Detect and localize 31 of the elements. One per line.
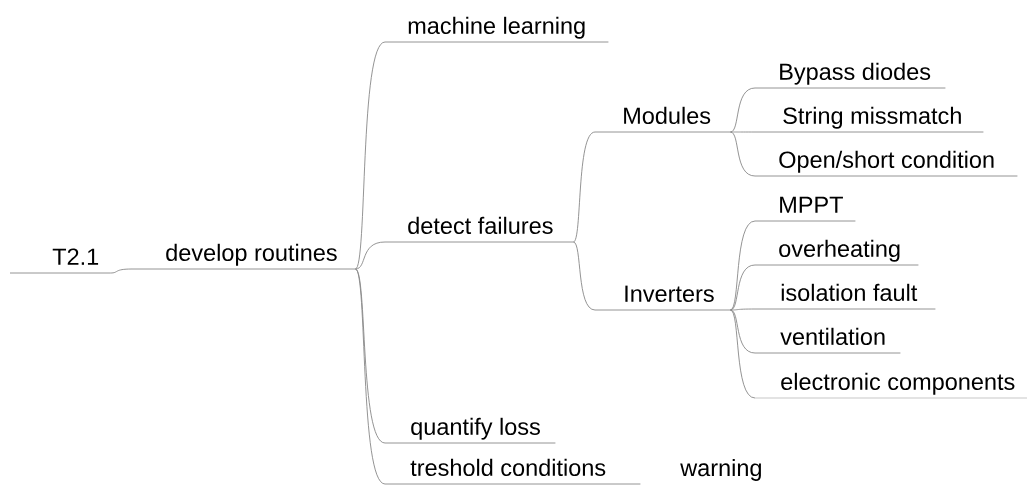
topic-label: overheating	[754, 239, 919, 266]
branch-line	[354, 241, 386, 270]
branch-line	[729, 220, 756, 311]
topic-label: MPPT	[754, 196, 856, 222]
branch-line	[109, 268, 133, 274]
topic-label: develop routines	[131, 243, 356, 270]
topic-label: machine learning	[384, 16, 609, 43]
topic-label: treshold conditions	[384, 458, 641, 485]
topic-label: Bypass diodes	[754, 62, 946, 89]
branch-line	[729, 309, 756, 399]
branch-line	[572, 241, 596, 311]
topic-label: Inverters	[594, 285, 731, 311]
topic-label: ventilation	[754, 327, 901, 354]
topic-label: String missmatch	[754, 106, 984, 133]
topic-label: T2.1	[9, 248, 111, 274]
branch-line	[729, 87, 756, 133]
branch-line	[729, 308, 756, 311]
branch-line	[354, 41, 386, 270]
topic-label: Modules	[594, 106, 731, 133]
branch-line	[354, 268, 386, 485]
topic-label: Open/short condition	[754, 150, 1018, 177]
topic-label: detect failures	[384, 216, 574, 243]
topic-label: electronic components	[754, 372, 1027, 399]
topic-label: isolation fault	[754, 283, 936, 310]
branch-line	[729, 131, 756, 133]
branch-line	[572, 131, 596, 243]
branch-line	[729, 131, 756, 177]
topic-label: quantify loss	[384, 417, 556, 444]
branch-line	[729, 264, 756, 311]
floating-label: warning	[680, 459, 761, 481]
branch-line	[729, 309, 756, 354]
